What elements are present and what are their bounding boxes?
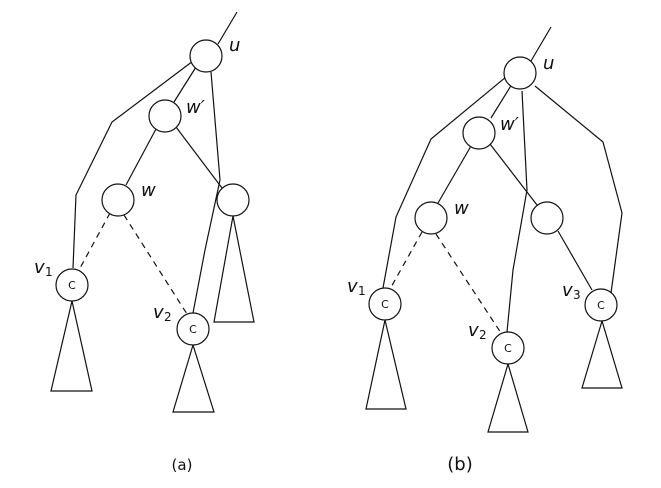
edge-b-u-wprime — [490, 83, 513, 119]
node-a-right — [216, 183, 250, 217]
node-b-v1-mark: C — [381, 298, 389, 311]
label-b-u: u — [543, 53, 554, 74]
label-b-v2-sub: 2 — [479, 328, 487, 342]
node-a-v1-mark: C — [68, 279, 76, 292]
label-b-v3: v — [562, 280, 573, 301]
subtree-a-v1 — [50, 300, 93, 392]
label-a-wprime: w′ — [186, 97, 205, 118]
diagram-b: C C C u w′ w v 1 v 2 v 3 (b) — [347, 26, 623, 475]
edge-a-w-v2-dashed — [123, 214, 188, 315]
edge-b-right-v3 — [557, 230, 593, 291]
label-b-wprime: w′ — [500, 114, 519, 135]
edge-a-root-up — [217, 11, 238, 45]
label-b-v1: v — [347, 276, 358, 297]
edge-a-u-wprime — [173, 66, 197, 103]
subtree-b-v1 — [365, 319, 407, 410]
subtree-a-right — [213, 215, 255, 323]
label-b-v1-sub: 1 — [358, 284, 366, 298]
node-b-w — [414, 201, 448, 235]
label-b-v2: v — [468, 320, 479, 341]
node-b-wprime — [462, 116, 496, 150]
edge-b-wprime-w — [437, 145, 472, 204]
label-a-v2-sub: 2 — [164, 310, 172, 324]
label-b-w: w — [454, 198, 469, 219]
node-b-v1 — [368, 287, 402, 321]
subtree-a-v2 — [172, 342, 215, 413]
caption-a: (a) — [172, 456, 193, 474]
node-a-wprime — [148, 99, 182, 133]
label-b-v3-sub: 3 — [573, 288, 581, 302]
node-a-v2-mark: C — [189, 323, 197, 336]
edge-b-u-v1-path — [382, 71, 513, 289]
label-a-u: u — [229, 35, 240, 56]
edge-b-w-v1-dashed — [389, 231, 423, 290]
diagram-a: C C u w′ w v 1 v 2 (a) — [34, 11, 255, 474]
node-a-u — [189, 39, 223, 73]
label-a-v1: v — [34, 257, 45, 278]
node-a-v1 — [55, 268, 89, 302]
node-a-w — [101, 183, 135, 217]
edge-b-w-v2-dashed — [435, 233, 502, 334]
edge-a-wprime-right — [175, 126, 223, 189]
label-a-w: w — [141, 180, 156, 201]
node-b-right — [530, 201, 564, 235]
subtree-b-v2 — [487, 361, 529, 433]
edge-a-u-v1-path — [72, 57, 198, 269]
edge-b-u-v3-path — [534, 85, 623, 294]
caption-b: (b) — [447, 454, 472, 475]
node-b-v2-mark: C — [504, 342, 512, 355]
edge-b-wprime-right — [489, 143, 538, 206]
subtree-b-v3 — [581, 318, 623, 389]
edge-a-wprime-w — [125, 128, 157, 186]
label-a-v2: v — [153, 302, 164, 323]
edge-b-root-up — [530, 26, 552, 62]
node-b-u — [503, 56, 537, 90]
label-a-v1-sub: 1 — [45, 265, 53, 279]
node-a-v2 — [176, 312, 210, 346]
node-b-v3 — [584, 288, 618, 322]
edge-a-u-v2-path — [192, 71, 221, 314]
edge-a-w-v1-dashed — [78, 212, 111, 271]
node-b-v3-mark: C — [597, 299, 605, 312]
edge-b-u-v2-path — [506, 90, 528, 333]
node-b-v2 — [491, 331, 525, 365]
